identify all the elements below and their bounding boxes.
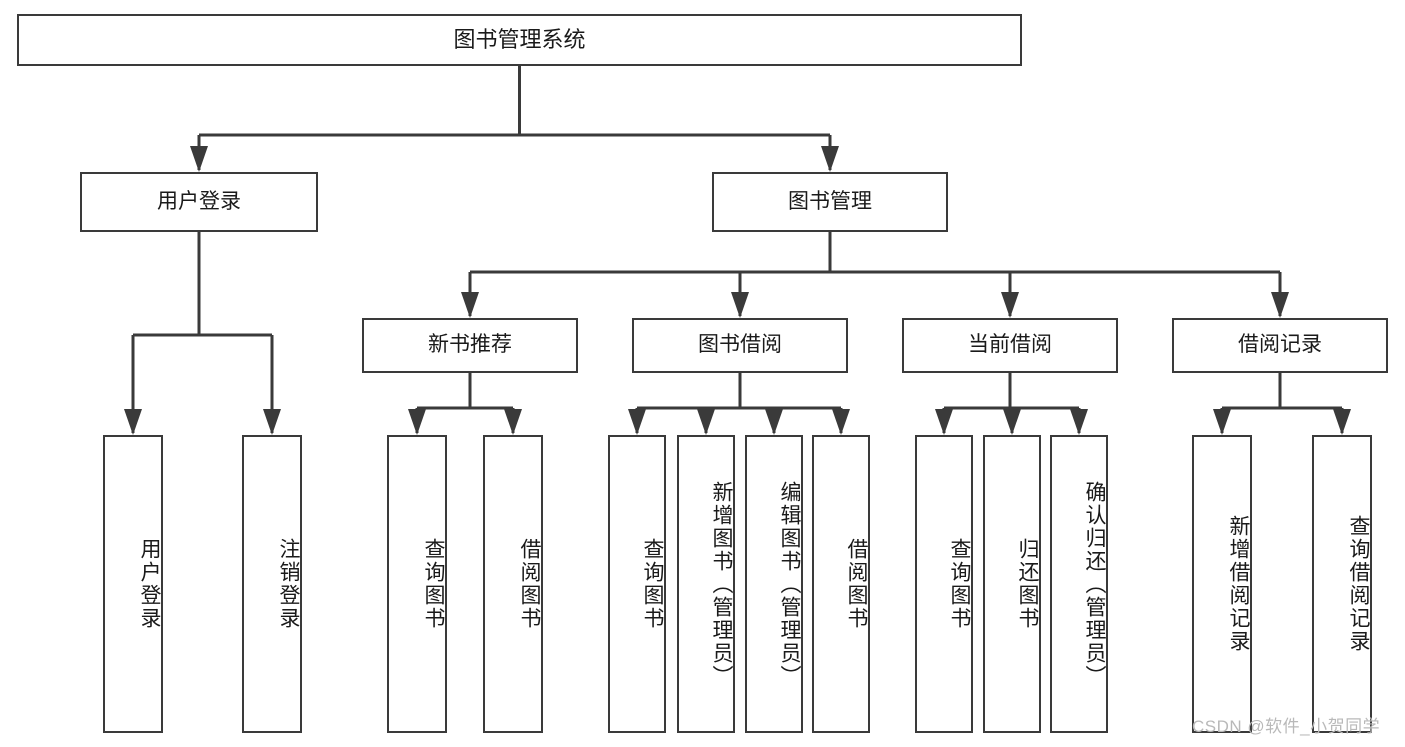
node-leaf-query-book-1[interactable]: 查询图书	[387, 435, 447, 733]
node-current-borrow-label: 当前借阅	[968, 333, 1052, 357]
node-root[interactable]: 图书管理系统	[17, 14, 1022, 66]
node-new-book-recommend[interactable]: 新书推荐	[362, 318, 578, 373]
node-leaf-user-logout[interactable]: 注销登录	[242, 435, 302, 733]
node-leaf-return-book[interactable]: 归还图书	[983, 435, 1041, 733]
node-book-manage[interactable]: 图书管理	[712, 172, 948, 232]
node-leaf-add-book-label: 新增图书（管理员）	[710, 480, 733, 688]
node-leaf-user-logout-label: 注销登录	[277, 538, 300, 630]
node-leaf-query-book-3-label: 查询图书	[948, 538, 971, 630]
node-leaf-add-record[interactable]: 新增借阅记录	[1192, 435, 1252, 733]
node-leaf-query-book-2-label: 查询图书	[641, 538, 664, 630]
node-book-borrow[interactable]: 图书借阅	[632, 318, 848, 373]
node-new-book-recommend-label: 新书推荐	[428, 333, 512, 357]
node-leaf-query-book-1-label: 查询图书	[422, 538, 445, 630]
node-leaf-confirm-return-label: 确认归还（管理员）	[1083, 480, 1106, 688]
node-leaf-user-login-label: 用户登录	[138, 538, 161, 630]
node-user-login-label: 用户登录	[157, 189, 241, 213]
node-leaf-query-record-label: 查询借阅记录	[1347, 515, 1370, 653]
node-book-borrow-label: 图书借阅	[698, 333, 782, 357]
node-leaf-query-book-3[interactable]: 查询图书	[915, 435, 973, 733]
watermark-label: CSDN @软件_小贺同学	[1192, 717, 1381, 736]
node-book-manage-label: 图书管理	[788, 189, 872, 213]
node-leaf-borrow-book-2[interactable]: 借阅图书	[812, 435, 870, 733]
node-leaf-query-record[interactable]: 查询借阅记录	[1312, 435, 1372, 733]
node-current-borrow[interactable]: 当前借阅	[902, 318, 1118, 373]
node-user-login[interactable]: 用户登录	[80, 172, 318, 232]
node-leaf-confirm-return[interactable]: 确认归还（管理员）	[1050, 435, 1108, 733]
node-borrow-record[interactable]: 借阅记录	[1172, 318, 1388, 373]
node-root-label: 图书管理系统	[453, 27, 586, 53]
node-leaf-query-book-2[interactable]: 查询图书	[608, 435, 666, 733]
node-leaf-borrow-book-1-label: 借阅图书	[518, 538, 541, 630]
node-leaf-user-login[interactable]: 用户登录	[103, 435, 163, 733]
node-leaf-edit-book[interactable]: 编辑图书（管理员）	[745, 435, 803, 733]
node-leaf-edit-book-label: 编辑图书（管理员）	[778, 480, 801, 688]
node-borrow-record-label: 借阅记录	[1238, 333, 1322, 357]
node-leaf-add-record-label: 新增借阅记录	[1227, 515, 1250, 653]
node-leaf-borrow-book-2-label: 借阅图书	[845, 538, 868, 630]
node-leaf-borrow-book-1[interactable]: 借阅图书	[483, 435, 543, 733]
node-leaf-add-book[interactable]: 新增图书（管理员）	[677, 435, 735, 733]
node-leaf-return-book-label: 归还图书	[1016, 538, 1039, 630]
